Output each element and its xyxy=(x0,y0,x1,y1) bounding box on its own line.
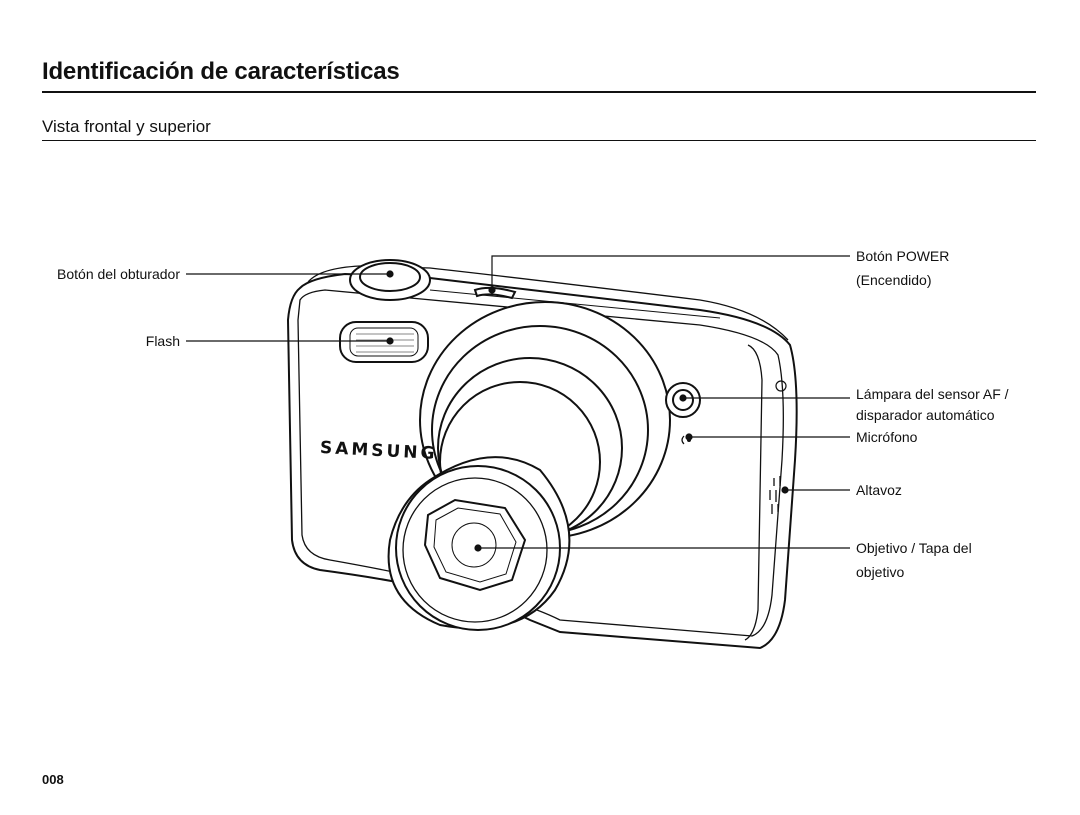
label-af-lamp-line2: disparador automático xyxy=(856,407,995,423)
camera-brand-logo: SAMSUNG xyxy=(320,438,438,464)
power-leader-line xyxy=(491,255,850,290)
speaker-holes xyxy=(769,476,781,514)
lens-cover xyxy=(423,498,527,592)
camera-side-edge xyxy=(744,344,763,641)
page-number: 008 xyxy=(42,772,64,787)
label-flash: Flash xyxy=(145,333,180,349)
camera-front-face xyxy=(297,289,784,637)
label-power-button-line2: (Encendido) xyxy=(856,272,932,288)
section-subtitle: Vista frontal y superior xyxy=(42,117,211,136)
page-title: Identificación de características xyxy=(42,58,400,85)
label-lens-line2: objetivo xyxy=(856,564,905,580)
camera-top-plate xyxy=(307,265,789,341)
title-rule xyxy=(42,91,1036,93)
label-speaker: Altavoz xyxy=(856,482,902,498)
subtitle-rule xyxy=(42,140,1036,141)
label-power-button-line1: Botón POWER xyxy=(856,248,950,264)
camera-body-outline xyxy=(286,272,798,650)
power-button-shape xyxy=(473,286,517,300)
label-microphone: Micrófono xyxy=(856,429,918,445)
label-lens-line1: Objetivo / Tapa del xyxy=(856,540,972,556)
label-shutter-button: Botón del obturador xyxy=(57,266,180,282)
label-af-lamp-line1: Lámpara del sensor AF / xyxy=(856,386,1009,402)
